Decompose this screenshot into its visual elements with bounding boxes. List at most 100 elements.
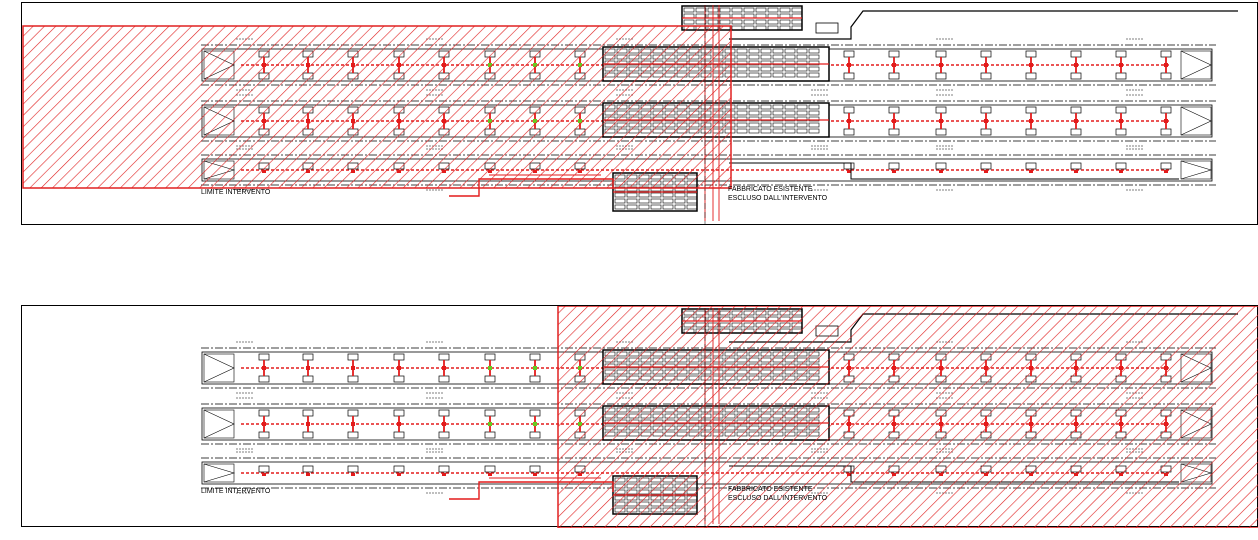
- plant-cell: [772, 116, 784, 122]
- unit: [1070, 106, 1082, 114]
- unit-node: [533, 366, 537, 370]
- plant-cell: [772, 54, 784, 60]
- unit: [1025, 106, 1037, 114]
- plant-cell: [784, 110, 796, 116]
- unit: [302, 465, 314, 473]
- unit: [1115, 128, 1127, 136]
- unit-node: [1164, 119, 1168, 123]
- plant-cell: [638, 204, 650, 210]
- unit: [980, 72, 992, 80]
- plant-cell: [626, 198, 638, 204]
- plant-cell: [784, 66, 796, 72]
- plant-cell: [638, 198, 650, 204]
- plant-cell: [767, 25, 779, 31]
- unit: [302, 431, 314, 439]
- unit-node: [984, 170, 988, 173]
- unit-node: [892, 119, 896, 123]
- unit: [888, 50, 900, 58]
- plant-cell: [767, 7, 779, 13]
- end-box-mark: [1180, 160, 1213, 180]
- plant-cell: [748, 60, 760, 66]
- unit-node: [1164, 170, 1168, 173]
- plant-cell: [772, 110, 784, 116]
- plant-cell: [748, 72, 760, 78]
- unit: [888, 162, 900, 170]
- plant-cell: [808, 116, 820, 122]
- plant-cell: [743, 7, 755, 13]
- unit-node: [1029, 63, 1033, 67]
- plant-cell: [791, 19, 803, 25]
- unit-node: [1074, 119, 1078, 123]
- plant-cell: [736, 122, 748, 128]
- plant-cell: [796, 54, 808, 60]
- plant-cell: [674, 198, 686, 204]
- plant-cell: [731, 7, 743, 13]
- plant-cell: [748, 104, 760, 110]
- plant-cell: [683, 7, 695, 13]
- plant-cell: [784, 48, 796, 54]
- plant-cell: [760, 110, 772, 116]
- plant-cell: [736, 72, 748, 78]
- unit: [888, 72, 900, 80]
- unit: [1025, 72, 1037, 80]
- unit-node: [1119, 119, 1123, 123]
- plant-cell: [626, 204, 638, 210]
- unit: [347, 375, 359, 383]
- plant-cell: [748, 128, 760, 134]
- plant-cell: [791, 25, 803, 31]
- plant-cell: [796, 128, 808, 134]
- unit-node: [1119, 170, 1123, 173]
- plant-cell: [808, 122, 820, 128]
- unit-node: [533, 473, 537, 476]
- unit: [393, 375, 405, 383]
- plant-cell: [638, 192, 650, 198]
- plant-cell: [772, 72, 784, 78]
- plant-cell: [772, 104, 784, 110]
- plant-cell: [686, 204, 698, 210]
- plant-cell: [784, 54, 796, 60]
- building-label-top-line1: FABBRICATO ESISTENTE: [728, 186, 813, 193]
- unit: [843, 162, 855, 170]
- plant-cell: [760, 54, 772, 60]
- plant-cell: [796, 104, 808, 110]
- plant-cell: [808, 104, 820, 110]
- plant-cell: [719, 19, 731, 25]
- building-detail: [815, 22, 839, 34]
- plant-cell: [779, 19, 791, 25]
- unit: [1070, 72, 1082, 80]
- unit-node: [397, 422, 401, 426]
- unit: [980, 106, 992, 114]
- unit-node: [939, 119, 943, 123]
- plant-cell: [784, 60, 796, 66]
- plan-drawing-top: [22, 5, 1238, 225]
- plant-cell: [808, 54, 820, 60]
- end-box-mark: [1180, 50, 1212, 80]
- unit: [1160, 106, 1172, 114]
- unit: [258, 465, 270, 473]
- unit-node: [442, 422, 446, 426]
- plant-cell: [731, 25, 743, 31]
- unit: [347, 353, 359, 361]
- plant-cell: [760, 116, 772, 122]
- plant-cell: [748, 116, 760, 122]
- plant-cell: [808, 48, 820, 54]
- unit: [935, 106, 947, 114]
- unit: [843, 128, 855, 136]
- unit: [258, 409, 270, 417]
- unit: [888, 106, 900, 114]
- plant-cell: [760, 122, 772, 128]
- unit-node: [939, 170, 943, 173]
- unit: [484, 353, 496, 361]
- unit-node: [1074, 170, 1078, 173]
- unit-node: [984, 119, 988, 123]
- unit-node: [1029, 170, 1033, 173]
- plant-cell: [736, 116, 748, 122]
- unit: [529, 465, 541, 473]
- end-box: [203, 353, 235, 383]
- unit: [1115, 72, 1127, 80]
- plant-cell: [748, 66, 760, 72]
- building-label-bottom-line2: ESCLUSO DALL'INTERVENTO: [728, 495, 828, 502]
- plant-cell: [808, 72, 820, 78]
- unit-node: [1164, 63, 1168, 67]
- unit-node: [262, 422, 266, 426]
